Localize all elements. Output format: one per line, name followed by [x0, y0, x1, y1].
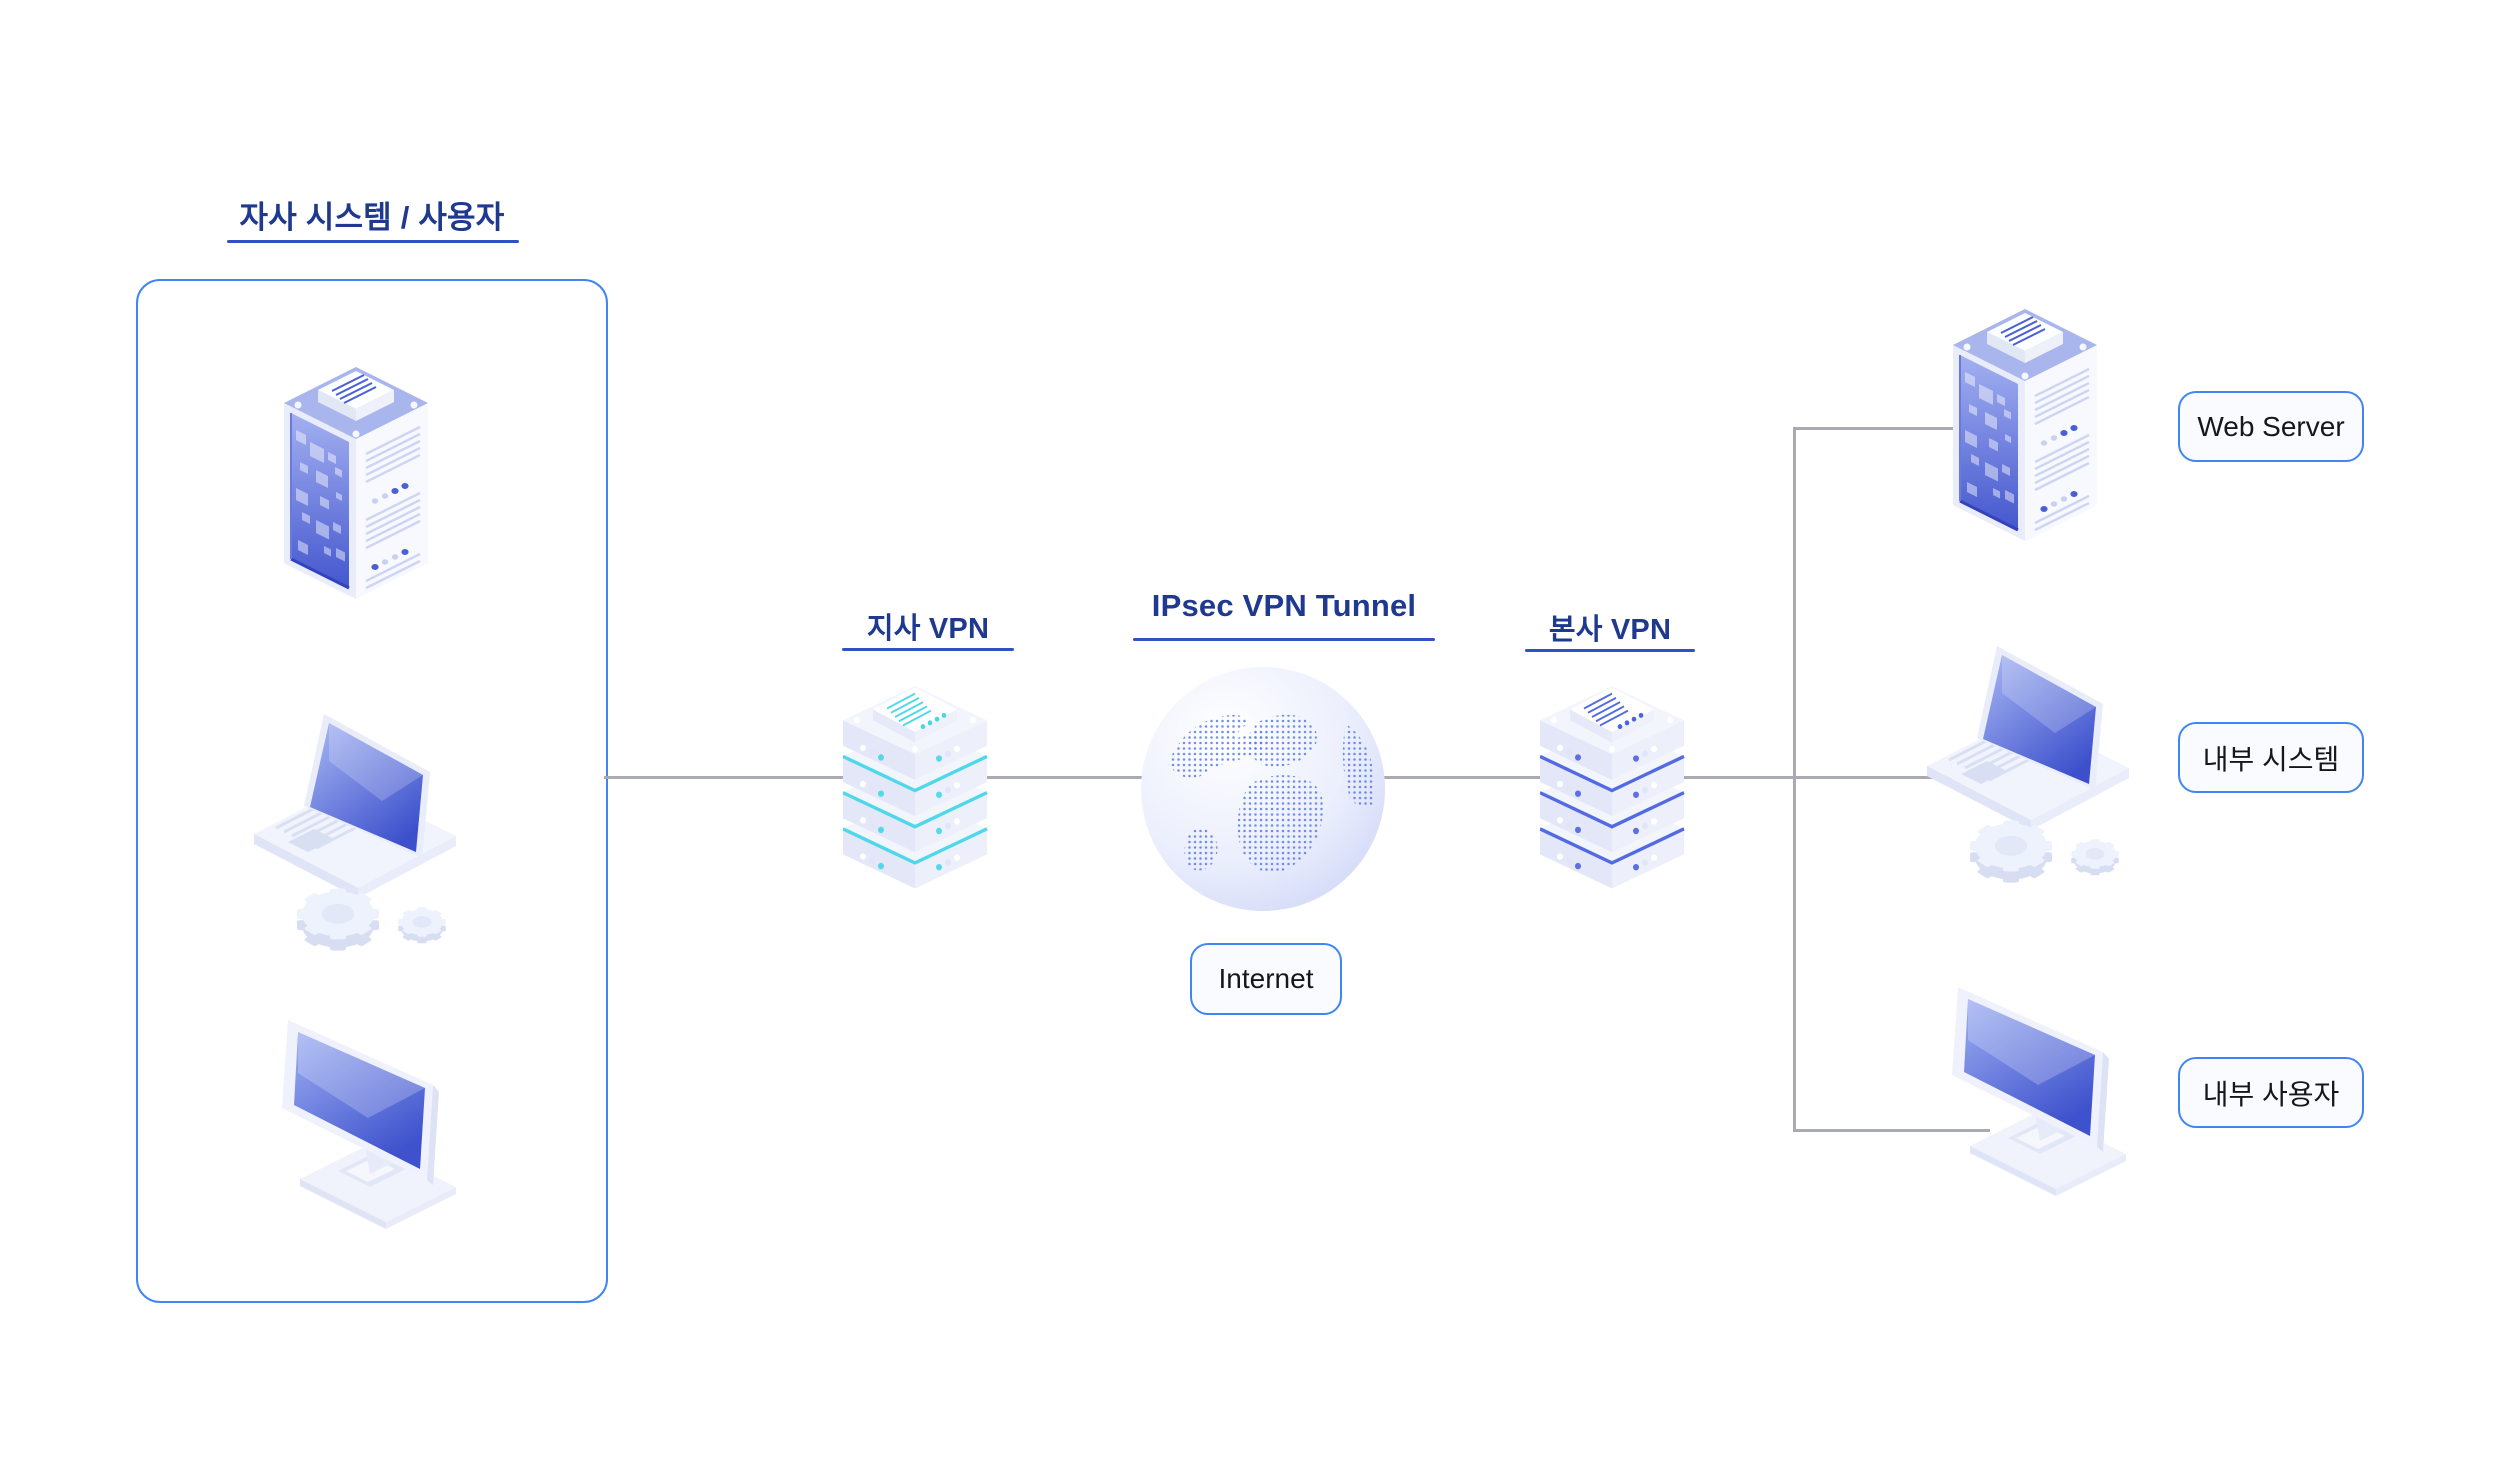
web-server-icon [1951, 307, 2099, 543]
hq-vpn-label: 본사 VPN [1548, 614, 1672, 646]
branch-vpn-server-icon [843, 684, 988, 897]
hq-vpn-server-icon [1540, 684, 1685, 897]
branch-vpn-underline [842, 648, 1014, 651]
internet-badge: Internet [1190, 943, 1342, 1015]
internal-user-badge: 내부 사용자 [2178, 1057, 2364, 1128]
company-laptop-gears-icon [252, 706, 462, 951]
left-group-title: 자사 시스템 / 사용자 [239, 200, 505, 235]
connector-branch-vpn-to-globe [986, 776, 1150, 779]
left-group-box [136, 279, 608, 1303]
connector-left-to-branch-vpn [604, 776, 860, 779]
left-group-title-underline [227, 240, 519, 243]
branch-vpn-label: 지사 VPN [866, 613, 990, 645]
internal-system-badge: 내부 시스템 [2178, 722, 2364, 793]
connector-branch-to-web-server [1793, 427, 1980, 430]
internal-user-badge-label: 내부 사용자 [2202, 1078, 2340, 1110]
connector-right-vertical [1793, 427, 1796, 1131]
ipsec-tunnel-label: IPsec VPN Tunnel [1151, 588, 1417, 623]
web-server-badge: Web Server [2178, 391, 2364, 462]
company-server-icon [282, 365, 430, 601]
internet-globe-icon [1138, 664, 1388, 914]
connector-globe-to-hq-vpn [1382, 776, 1560, 779]
internal-user-monitor-icon [1952, 987, 2126, 1196]
hq-vpn-underline [1525, 649, 1695, 652]
internet-badge-label: Internet [1218, 963, 1314, 994]
ipsec-tunnel-underline [1133, 638, 1435, 641]
connector-branch-to-internal-user [1793, 1129, 1990, 1132]
internal-system-badge-label: 내부 시스템 [2202, 743, 2340, 775]
internal-system-laptop-icon [1925, 638, 2135, 883]
web-server-badge-label: Web Server [2197, 410, 2345, 442]
company-monitor-icon [282, 1020, 456, 1229]
connector-hq-vpn-to-right [1684, 776, 1960, 779]
